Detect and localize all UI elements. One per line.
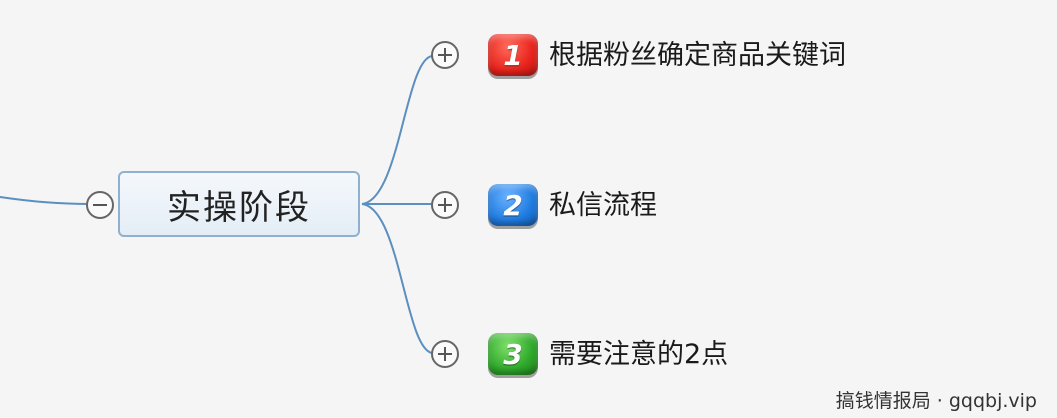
topic-label[interactable]: 私信流程: [549, 190, 657, 221]
topic-number-badge: 2: [488, 184, 538, 226]
expand-toggle-icon[interactable]: [431, 41, 459, 69]
expand-toggle-icon[interactable]: [431, 340, 459, 368]
parent-connector: [0, 196, 91, 205]
topic-label[interactable]: 根据粉丝确定商品关键词: [549, 40, 846, 71]
expand-toggle-icon[interactable]: [431, 191, 459, 219]
branch-connector-3: [361, 203, 433, 354]
central-topic[interactable]: 实操阶段: [118, 171, 360, 237]
watermark: 搞钱情报局 · gqqbj.vip: [835, 390, 1037, 412]
central-topic-label: 实操阶段: [167, 187, 311, 228]
topic-label[interactable]: 需要注意的2点: [549, 339, 729, 370]
badge-number: 1: [503, 38, 523, 72]
branch-connector-1: [361, 55, 433, 205]
badge-number: 2: [503, 188, 523, 222]
topic-number-badge: 1: [488, 34, 538, 76]
topic-number-badge: 3: [488, 333, 538, 375]
badge-number: 3: [503, 337, 523, 371]
collapse-toggle-icon[interactable]: [86, 191, 114, 219]
